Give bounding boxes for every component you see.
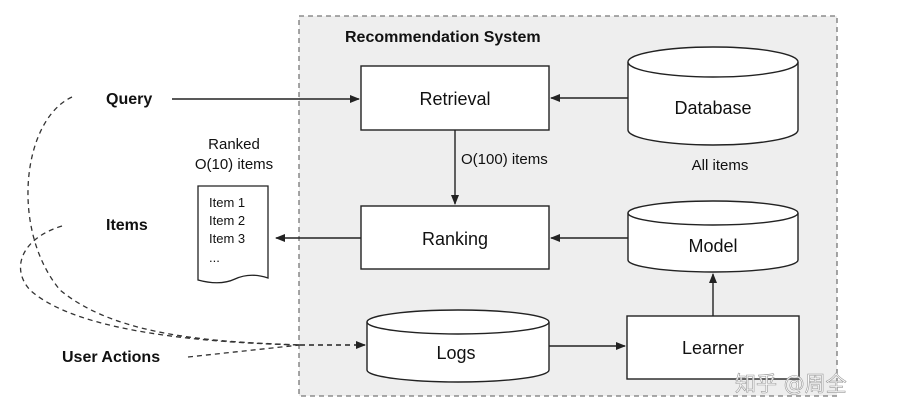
model-cylinder [627, 200, 799, 273]
ranked-caption-line1: Ranked [208, 136, 260, 153]
query-feedback-curve [27, 96, 301, 346]
ranked-items-document [197, 185, 269, 284]
watermark: 知乎 @周全 [735, 372, 847, 396]
ranked-list-item: Item 3 [209, 231, 245, 246]
database-cylinder [627, 46, 799, 146]
logs-label: Logs [436, 343, 475, 363]
ranked-caption-line2: O(10) items [195, 156, 273, 173]
ranked-list-item: Item 1 [209, 195, 245, 210]
model-label: Model [688, 236, 737, 256]
learner-box [626, 315, 800, 380]
query-label: Query [106, 91, 152, 108]
items-label: Items [106, 217, 148, 234]
ranking-box [360, 205, 550, 270]
user-actions-line [187, 344, 301, 358]
ranked-list-item: ... [209, 250, 220, 265]
retrieval-box [360, 65, 550, 131]
system-title: Recommendation System [345, 29, 541, 46]
database-caption: All items [692, 157, 749, 174]
retrieval-label: Retrieval [419, 89, 490, 109]
logs-cylinder [366, 309, 550, 383]
user-actions-label: User Actions [62, 349, 160, 366]
items-feedback-curve [20, 225, 301, 346]
learner-label: Learner [682, 338, 744, 358]
ranking-label: Ranking [422, 229, 488, 249]
ranked-list-item: Item 2 [209, 213, 245, 228]
database-label: Database [674, 98, 751, 118]
retrieval-to-ranking-label: O(100) items [461, 151, 548, 168]
